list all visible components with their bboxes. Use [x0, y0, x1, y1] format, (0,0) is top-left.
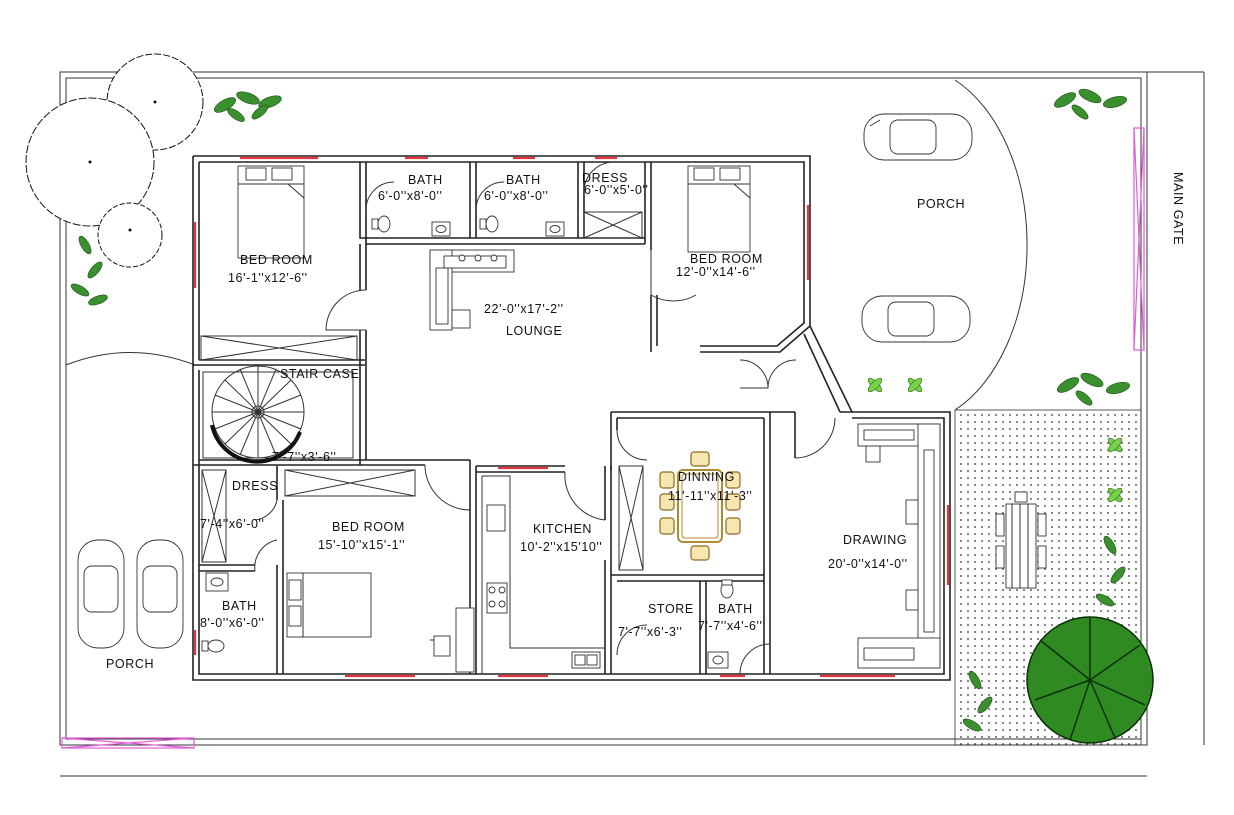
bath4-name: BATH [718, 602, 753, 616]
bed1-size: 16'-1''x12'-6'' [228, 271, 308, 285]
bath1-size: 6'-0''x8'-0'' [378, 189, 443, 203]
dress2-name: DRESS [232, 479, 278, 493]
cars [77, 113, 973, 649]
bath3-name: BATH [222, 599, 257, 613]
stair-name: STAIR CASE [280, 367, 359, 381]
main-gate: MAIN GATE [1133, 127, 1185, 351]
study-desk [430, 607, 475, 673]
green-tree [1026, 616, 1154, 744]
porch-top-label: PORCH [917, 197, 965, 211]
lounge-name: LOUNGE [506, 324, 562, 338]
lounge-sofa [429, 249, 515, 331]
bath-fixtures [201, 215, 734, 669]
bed2-size: 12'-0''x14'-6'' [676, 265, 756, 279]
drawing-size: 20'-0''x14'-0'' [828, 557, 908, 571]
drawing-sofa [857, 423, 941, 669]
bath2-name: BATH [506, 173, 541, 187]
bed3-size: 15'-10''x15'-1'' [318, 538, 405, 552]
bed1-name: BED ROOM [240, 253, 313, 267]
bath1-name: BATH [408, 173, 443, 187]
beds [237, 165, 751, 638]
outline-trees [25, 53, 204, 268]
drawing-name: DRAWING [843, 533, 907, 547]
side-gate [61, 737, 195, 749]
dress2-size: 7'-4''x6'-0'' [200, 517, 265, 531]
dinning-name: DINNING [678, 470, 735, 484]
bath2-size: 6'-0''x8'-0'' [484, 189, 549, 203]
kitchen-fixtures [481, 475, 605, 674]
main-gate-label: MAIN GATE [1171, 172, 1185, 245]
shrubs [70, 88, 1130, 732]
wardrobes [200, 211, 644, 571]
staircase [202, 365, 354, 464]
dress1-size: 6'-0''x5'-0'' [584, 183, 649, 197]
plot-boundary [59, 71, 1205, 777]
windows [193, 156, 950, 678]
bath3-size: 8'-0''x6'-0'' [200, 616, 265, 630]
porch-arc [954, 79, 1028, 411]
dress1-name: DRESS [582, 171, 628, 185]
kitchen-name: KITCHEN [533, 522, 592, 536]
kitchen-size: 10'-2''x15'10'' [520, 540, 602, 554]
dining-set [659, 451, 741, 561]
house-walls [192, 155, 951, 681]
store-name: STORE [648, 602, 694, 616]
porch-left-label: PORCH [106, 657, 154, 671]
lawn-curve [65, 352, 196, 366]
doors [254, 161, 836, 675]
stair-size: 7'-7''x3'-6'' [272, 450, 337, 464]
dinning-size: 11'-11''x11'-3'' [668, 489, 752, 503]
bath4-size: 7'-7''x4'-6'' [698, 619, 763, 633]
garden-table [995, 491, 1047, 589]
store-size: 7'-7''x6'-3'' [618, 625, 683, 639]
lounge-size: 22'-0''x17'-2'' [484, 302, 564, 316]
bed3-name: BED ROOM [332, 520, 405, 534]
bed2-name: BED ROOM [690, 252, 763, 266]
room-labels: BED ROOM 16'-1''x12'-6'' BATH 6'-0''x8'-… [200, 171, 908, 639]
